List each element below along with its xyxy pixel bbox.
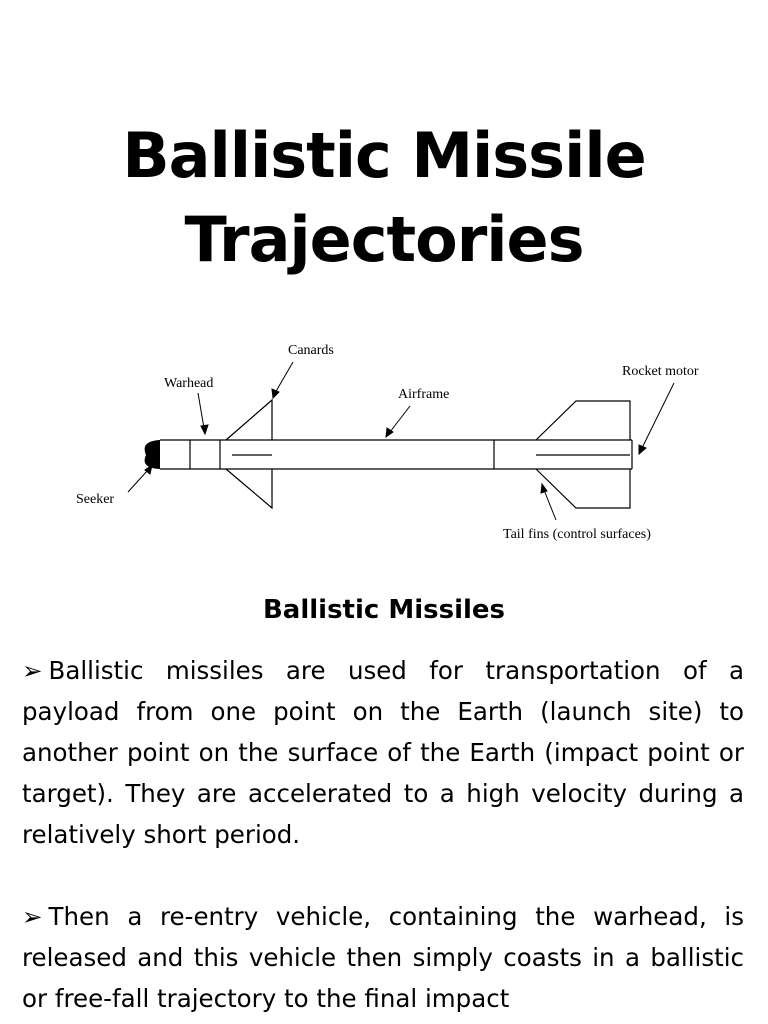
bullet-arrow-icon: ➢ xyxy=(22,656,43,685)
slide-title: Ballistic Missile Trajectories xyxy=(0,114,768,282)
label-warhead: Warhead xyxy=(164,376,213,391)
label-seeker: Seeker xyxy=(76,492,114,507)
paragraph-1-text: Ballistic missiles are used for transpor… xyxy=(22,656,744,849)
missile-diagram: Canards Warhead Airframe Rocket motor Se… xyxy=(76,343,699,542)
seeker-nose xyxy=(144,440,160,469)
label-canards: Canards xyxy=(288,343,334,358)
leader-arrows xyxy=(127,361,675,521)
label-airframe: Airframe xyxy=(398,387,449,402)
label-rocket-motor: Rocket motor xyxy=(622,364,699,379)
title-line-2: Trajectories xyxy=(184,203,585,276)
paragraph-2-text: Then a re-entry vehicle, containing the … xyxy=(22,902,744,1013)
bullet-arrow-icon: ➢ xyxy=(22,902,43,931)
title-line-1: Ballistic Missile xyxy=(122,119,646,192)
missile-body xyxy=(160,398,633,510)
section-subheading: Ballistic Missiles xyxy=(262,595,506,625)
bullet-paragraph-1: ➢Ballistic missiles are used for transpo… xyxy=(22,650,744,855)
label-tail-fins: Tail fins (control surfaces) xyxy=(503,527,651,542)
bullet-paragraph-2: ➢Then a re-entry vehicle, containing the… xyxy=(22,896,744,1019)
